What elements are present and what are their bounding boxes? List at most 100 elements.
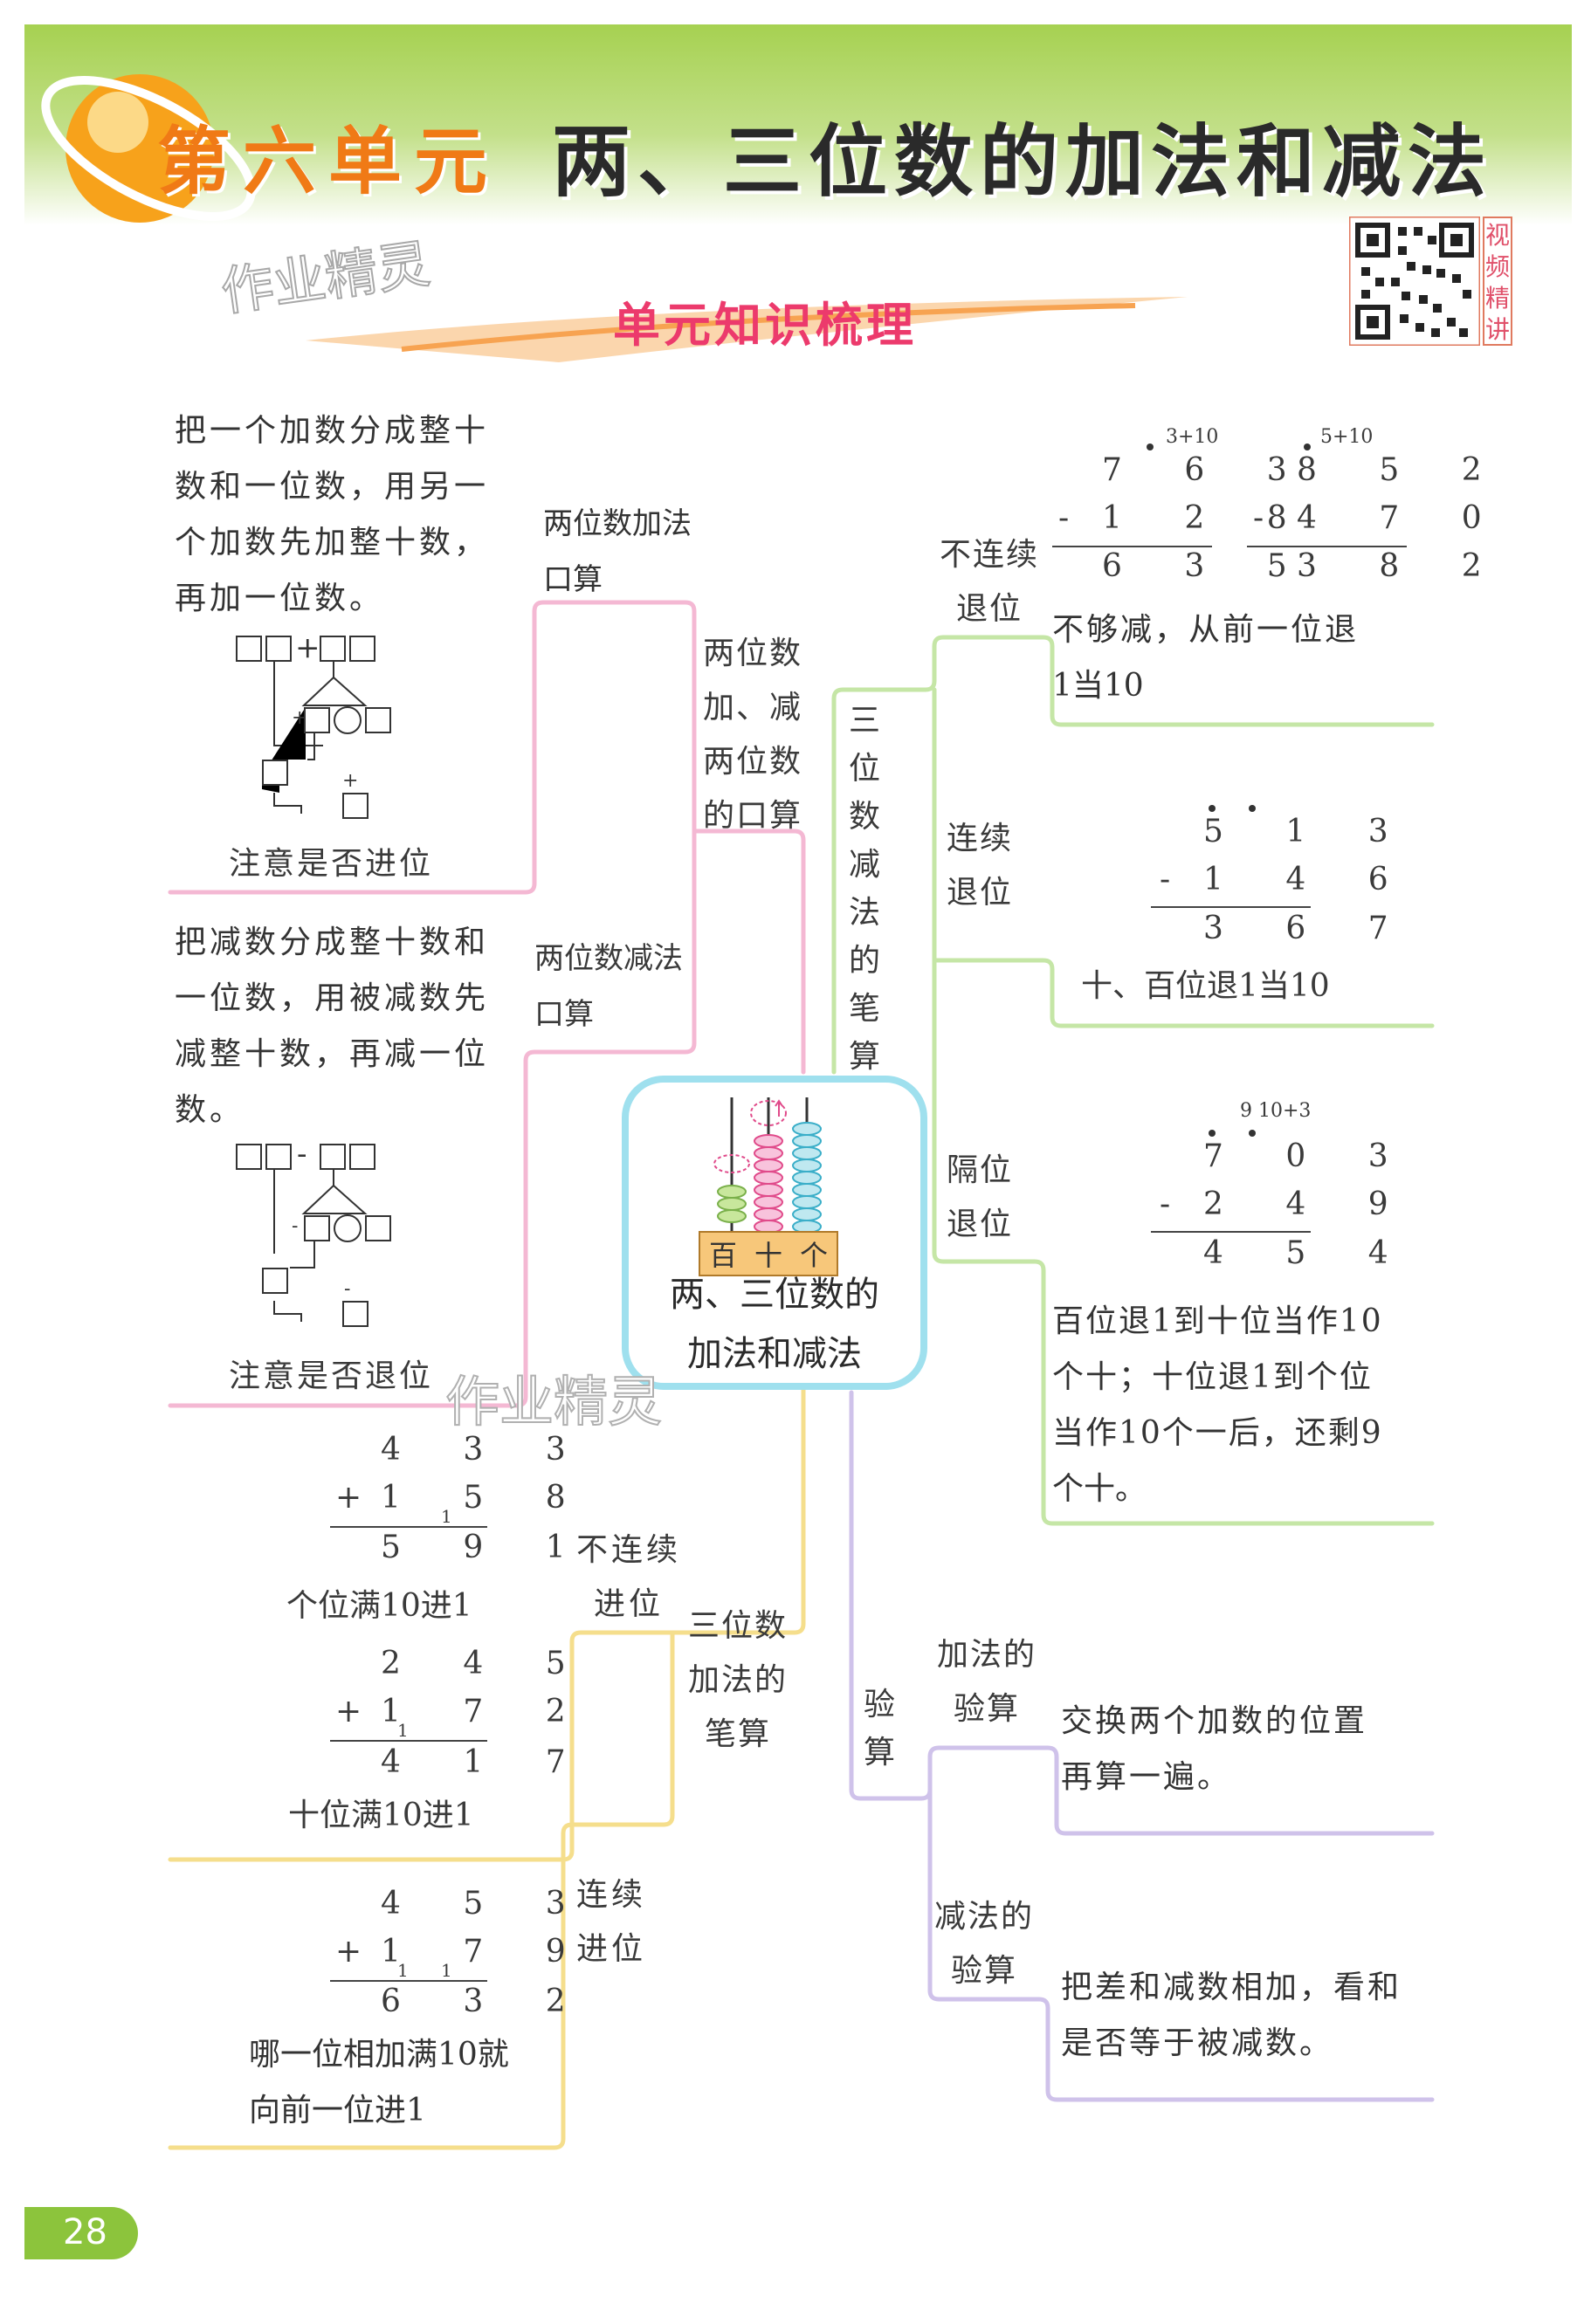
plus-sign: + [342, 770, 359, 792]
vert-add1-bottom: 1 5 8 [381, 1480, 592, 1516]
vert-sub1-result: 6 3 5 [1102, 548, 1313, 584]
unit-label: 第六单元 [157, 119, 500, 204]
vert-add2-op: + [335, 1694, 389, 1729]
page-number: 28 [63, 2212, 107, 2252]
vert-sub4-op: - [1160, 1186, 1197, 1222]
page-number-badge: 28 [24, 2207, 138, 2259]
vert-add2-top: 2 4 5 [381, 1646, 592, 1681]
written-sub-label: 三位数减法的笔算 [848, 703, 880, 1075]
oral-add-label-text: 两位数加法口算 [543, 506, 692, 597]
minus-sign: - [292, 1215, 299, 1237]
minus-sign: - [297, 1137, 307, 1172]
vert-sub3-bottom: 1 4 6 [1203, 862, 1415, 897]
add-check-label: 加法的验算 [936, 1637, 1037, 1727]
written-add-label: 三位数加法的笔算 [687, 1608, 788, 1752]
digit-box [304, 1215, 330, 1241]
vert-sub1-bottom: 1 2 8 [1102, 500, 1313, 536]
digit-box [236, 636, 262, 662]
vert-rule [1151, 906, 1311, 908]
vert-rule [1052, 546, 1212, 547]
desc-line: 减整十数，再减一位 [175, 1036, 490, 1072]
borrow-dot [1147, 443, 1154, 450]
note-line: 个十；十位退1到个位 [1052, 1359, 1373, 1395]
vert-sub4-top: 7 0 3 [1203, 1138, 1415, 1174]
continuous-carry-note: 哪一位相加满10就 向前一位进1 [249, 2027, 509, 2139]
skip-borrow-note: 百位退1到十位当作10 个十；十位退1到个位 当作10个一后，还剩9 个十。 [1052, 1294, 1383, 1517]
noncontinuous-borrow-note: 不够减，从前一位退 1当10 [1052, 602, 1359, 714]
check-label: 验算 [863, 1687, 895, 1771]
split-lines [273, 1170, 368, 1322]
vert-add3-op: + [335, 1934, 389, 1970]
desc-line: 把一个加数分成整十 [175, 413, 490, 449]
center-node[interactable] [622, 1076, 927, 1390]
unit-title: 两、三位数的加法和减法 [552, 116, 1493, 208]
vert-sub2-bottom: 4 7 0 [1297, 500, 1508, 536]
digit-box [342, 793, 368, 819]
carry-mark: 1 [441, 1506, 452, 1527]
desc-line: 把减数分成整十数和 [175, 925, 490, 960]
digit-box [320, 636, 346, 662]
planet-logo [41, 74, 256, 223]
video-label-text: 视频精讲 [1484, 221, 1510, 344]
digit-box [262, 1268, 288, 1294]
watermark-mid: 作业精灵 [444, 1369, 663, 1434]
digit-circle [334, 706, 362, 734]
borrow-dot [1249, 1130, 1256, 1137]
continuous-carry-label: 连续进位 [576, 1877, 647, 1967]
desc-line: 再加一位数。 [175, 581, 385, 616]
vert-sub3-op: - [1160, 862, 1197, 897]
vert-add1-result: 5 9 1 [381, 1530, 592, 1565]
note-line: 当作10个一后，还剩9 [1052, 1415, 1383, 1451]
digit-box [262, 760, 288, 786]
sub-check-desc: 把差和减数相加，看和 是否等于被减数。 [1061, 1960, 1402, 2072]
vert-add2-note: 十位满10进1 [288, 1798, 474, 1833]
note-line: 百位退1到十位当作10 [1052, 1303, 1383, 1339]
oral-add-note: 注意是否进位 [229, 846, 434, 882]
vert-add2-result: 4 1 7 [381, 1744, 592, 1780]
desc-line: 是否等于被减数。 [1061, 2025, 1334, 2061]
oral-group-label: 两位数加、减两位数的口算 [702, 636, 802, 834]
abacus-label-hundreds: 百 [708, 1239, 737, 1272]
plus-sign: + [292, 707, 308, 729]
carry-mark: 1 [441, 1960, 452, 1981]
split-lines [262, 662, 368, 814]
center-title-line1: 两、三位数的 [670, 1275, 879, 1315]
vert-sub3-top: 5 1 3 [1203, 814, 1415, 849]
minus-sign: - [344, 1278, 351, 1300]
borrow-sup: 5+10 [1320, 426, 1374, 448]
qr-code-icon[interactable] [1349, 217, 1480, 346]
abacus-icon [713, 1097, 822, 1234]
borrow-sup: 9 10+3 [1240, 1100, 1312, 1122]
carry-mark: 1 [397, 1960, 409, 1981]
header-banner [24, 24, 1572, 225]
split-diagram-add: + + + [236, 627, 428, 836]
desc-line: 把差和减数相加，看和 [1061, 1970, 1402, 2005]
add-check-desc: 交换两个加数的位置 再算一遍。 [1061, 1694, 1367, 1805]
vert-add3-result: 6 3 2 [381, 1984, 592, 2019]
digit-box [265, 636, 292, 662]
vert-sub2-top: 8 5 2 [1297, 452, 1508, 488]
vert-sub4-result: 4 5 4 [1203, 1235, 1415, 1271]
oral-sub-desc: 把减数分成整十数和 一位数，用被减数先 减整十数，再减一位 数。 [175, 915, 489, 1138]
vert-rule [330, 1526, 487, 1528]
note-line: 1当10 [1052, 668, 1144, 704]
vert-add1-op: + [335, 1480, 389, 1516]
oral-add-desc: 把一个加数分成整十 数和一位数，用另一 个加数先加整十数， 再加一位数。 [175, 403, 489, 627]
vert-rule [330, 1740, 487, 1742]
vert-add1-top: 4 3 3 [381, 1432, 592, 1468]
oral-sub-note: 注意是否退位 [229, 1358, 434, 1394]
section-title: 单元知识梳理 [613, 298, 917, 353]
borrow-sup: 3+10 [1166, 426, 1219, 448]
continuous-borrow-note: 十、百位退1当10 [1081, 968, 1330, 1004]
vert-rule [330, 1980, 487, 1982]
oral-sub-label: 两位数减法口算 [534, 941, 683, 1032]
digit-box [304, 707, 330, 733]
borrow-dot [1249, 805, 1256, 812]
borrow-dot [1209, 805, 1216, 812]
video-label[interactable]: 视频精讲 [1483, 217, 1512, 346]
vert-sub2-result: 3 8 2 [1297, 548, 1508, 584]
borrow-dot [1304, 443, 1311, 450]
desc-line: 个加数先加整十数， [175, 525, 490, 560]
desc-line: 一位数，用被减数先 [175, 980, 490, 1016]
vert-rule [1247, 546, 1407, 547]
